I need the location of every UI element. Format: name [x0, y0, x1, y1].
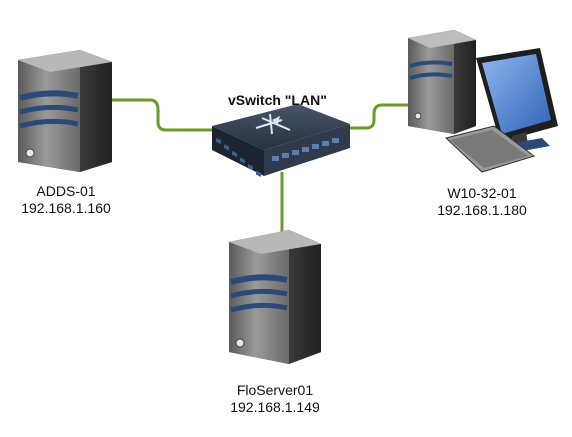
server-tower-icon	[229, 230, 321, 364]
node-ip: 192.168.1.149	[230, 399, 320, 415]
connection-links	[112, 98, 408, 236]
node-name: ADDS-01	[36, 183, 96, 199]
node-label-w10: W10-32-01 192.168.1.180	[420, 185, 544, 219]
link-switch-to-w10	[348, 103, 408, 130]
link-adds-to-switch	[112, 98, 215, 132]
node-name: W10-32-01	[447, 185, 517, 201]
node-label-flo: FloServer01 192.168.1.149	[213, 382, 337, 416]
node-name: FloServer01	[236, 382, 314, 398]
network-switch-icon	[212, 104, 350, 177]
switch-title: vSwitch "LAN"	[228, 92, 327, 108]
desktop-computer-icon	[408, 30, 558, 173]
node-label-adds: ADDS-01 192.168.1.160	[10, 183, 122, 217]
node-ip: 192.168.1.160	[21, 200, 111, 216]
server-tower-icon	[18, 50, 112, 172]
node-ip: 192.168.1.180	[437, 202, 527, 218]
